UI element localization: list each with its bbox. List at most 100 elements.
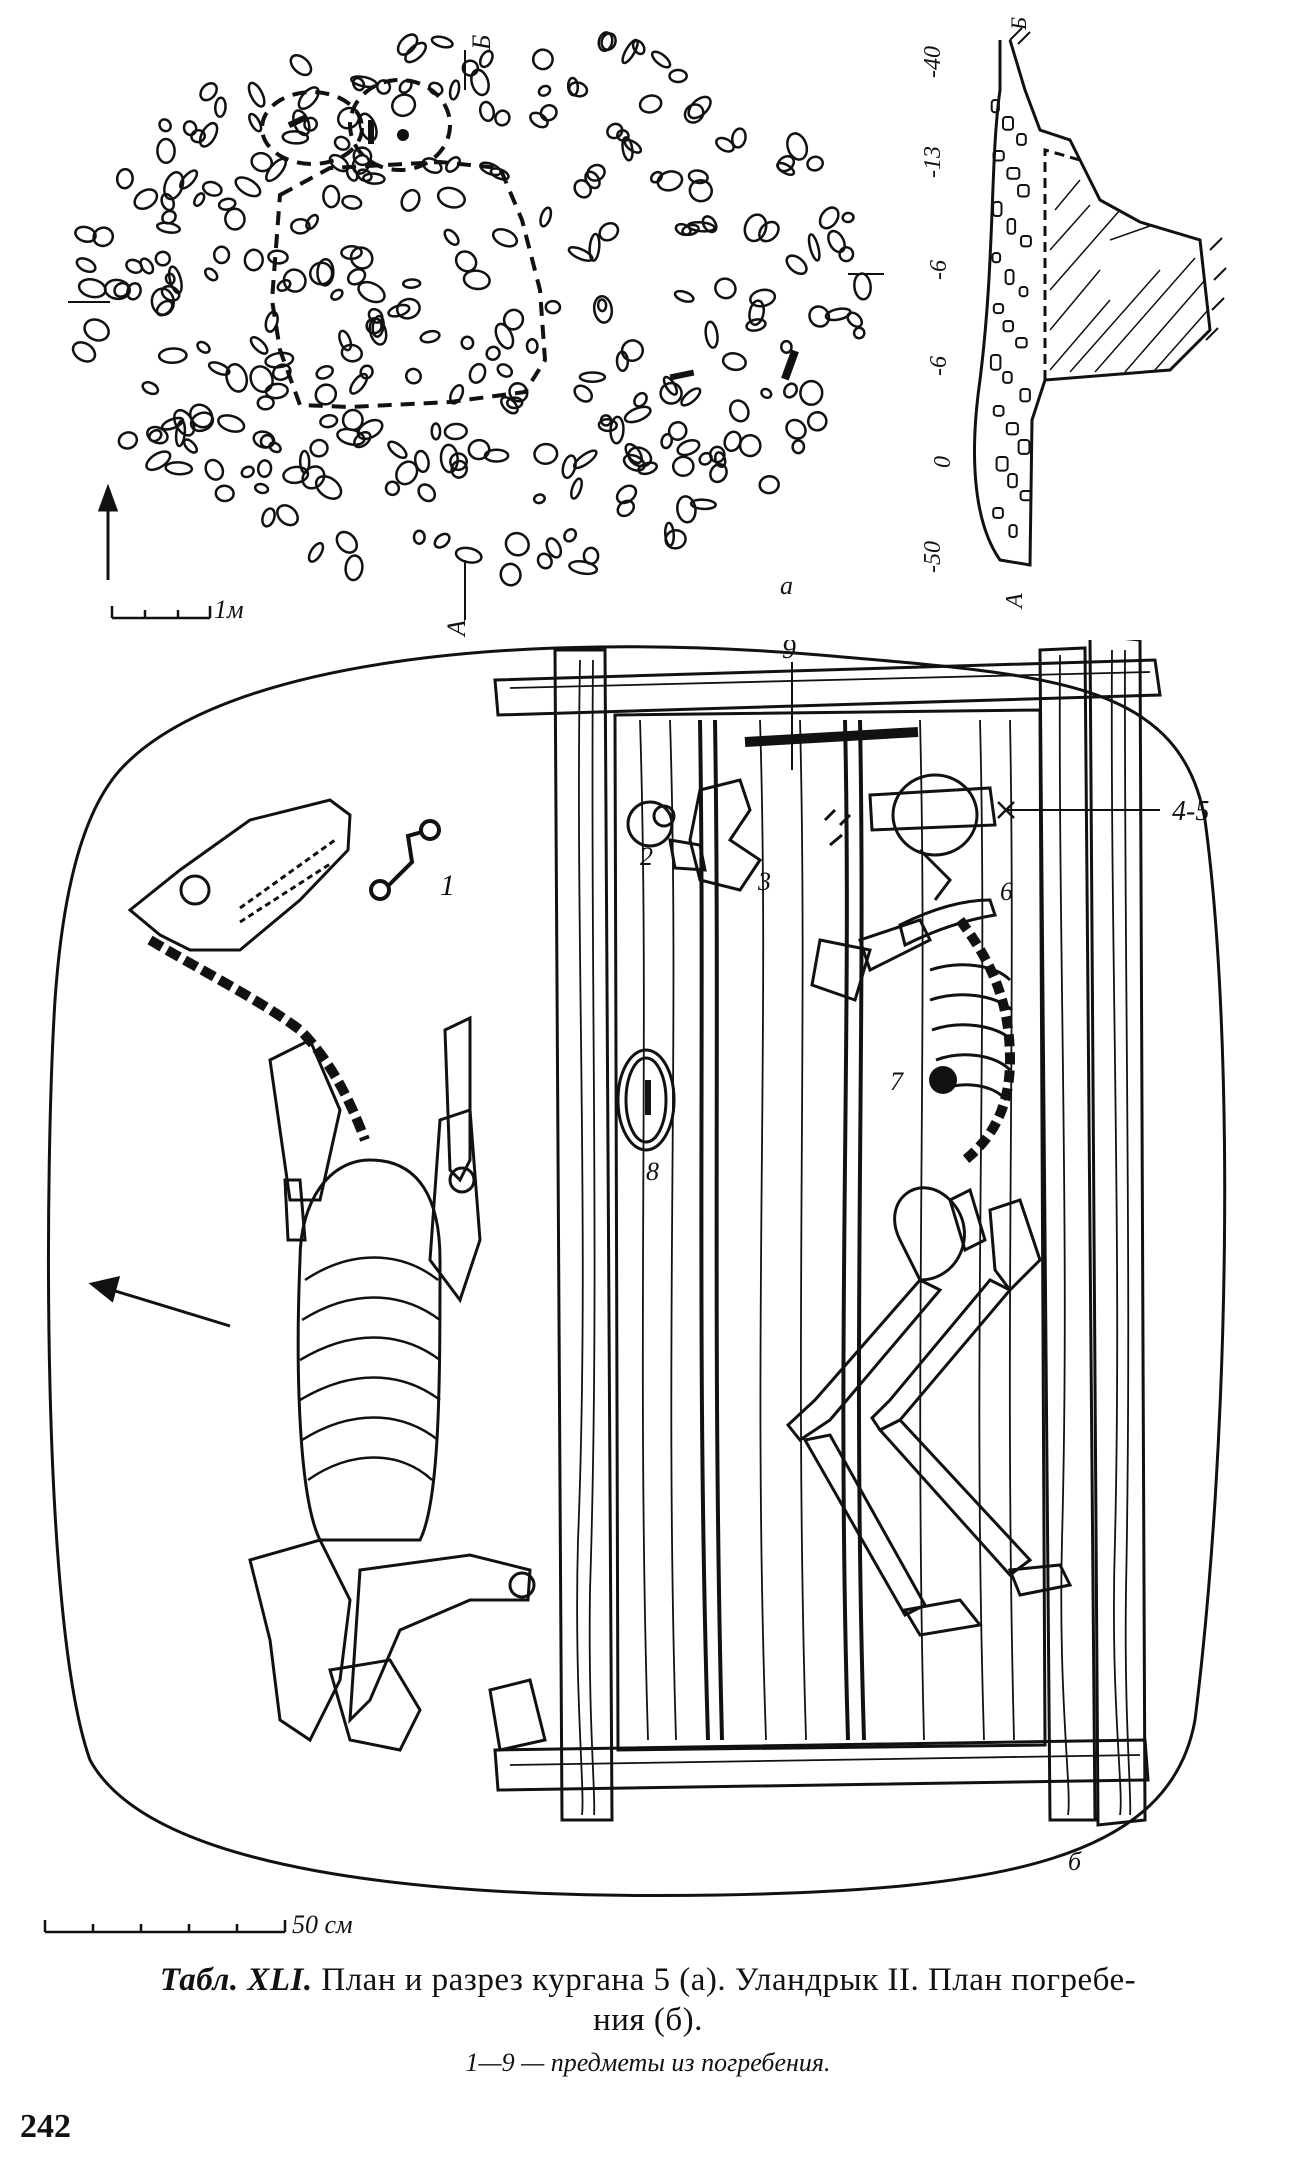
stone	[701, 215, 718, 234]
ground-hatch	[1009, 27, 1227, 341]
marker-2: 2	[640, 842, 653, 871]
section-stone	[1019, 490, 1033, 502]
stone	[680, 387, 702, 407]
human-skull	[891, 773, 979, 857]
section-stone	[989, 354, 1002, 371]
stone	[115, 167, 134, 190]
stone	[395, 297, 421, 320]
stone	[103, 278, 132, 301]
figure-caption: Табл. XLI. План и разрез кургана 5 (а). …	[20, 1960, 1276, 2040]
depth-label: -6	[926, 356, 952, 376]
stone	[502, 308, 525, 331]
mark-bar	[368, 120, 374, 144]
stone	[749, 288, 777, 308]
stone	[160, 416, 185, 431]
stone	[336, 427, 366, 446]
depth-label: 0	[930, 456, 956, 468]
stone	[207, 361, 231, 376]
stone	[570, 477, 583, 500]
stone	[563, 528, 578, 543]
stone	[638, 94, 663, 114]
section-stone	[1016, 133, 1027, 146]
stone	[698, 451, 713, 466]
stone	[667, 421, 688, 441]
stone	[199, 82, 218, 102]
burial-plan-figure: 1 2 3 4-5 6 7 8 9 б 50 см	[43, 640, 1227, 1939]
caption-text-1: План и разрез кургана 5 (а). Уландрык II…	[312, 1962, 1137, 1998]
stone	[462, 269, 491, 291]
stone	[683, 103, 705, 124]
stone	[671, 455, 695, 477]
stone	[596, 298, 608, 313]
stone	[305, 213, 320, 231]
depth-label: -50	[920, 541, 946, 573]
item-3-fragments	[668, 778, 763, 892]
stone	[664, 529, 687, 550]
stone	[349, 246, 374, 270]
stone	[340, 343, 363, 363]
marker-9: 9	[782, 640, 796, 665]
stone	[430, 422, 442, 441]
stone	[674, 222, 692, 237]
stone	[341, 194, 363, 210]
section-stone	[1007, 473, 1018, 489]
stone	[267, 249, 289, 265]
stone	[615, 484, 638, 505]
stone	[126, 282, 142, 301]
dashed-pit-outline-2	[348, 78, 452, 172]
scale-bar-a	[110, 606, 212, 620]
sacrum	[948, 1187, 987, 1253]
stone	[154, 250, 172, 267]
section-stone	[991, 252, 1002, 264]
stone	[713, 451, 727, 469]
human-skeleton	[785, 773, 1073, 1637]
stone	[624, 442, 643, 465]
stone	[616, 129, 630, 142]
horse-teeth	[239, 838, 336, 910]
stone	[454, 546, 483, 564]
marker-7: 7	[890, 1067, 904, 1096]
stone	[83, 318, 110, 342]
stone	[203, 267, 219, 282]
stone	[687, 169, 709, 185]
stone	[504, 531, 530, 557]
stone	[243, 248, 264, 272]
stone	[673, 289, 695, 303]
stone	[738, 433, 762, 458]
stone	[454, 250, 478, 273]
coffin-bottom-beam	[493, 1738, 1150, 1792]
stone	[491, 228, 519, 248]
stone	[622, 453, 646, 472]
stone	[309, 438, 329, 458]
stone	[214, 484, 235, 503]
stone	[430, 35, 454, 49]
caption-line-2: ния (б).	[593, 2002, 703, 2038]
stone	[264, 382, 289, 400]
stone	[838, 246, 855, 263]
human-jaw	[918, 848, 952, 901]
section-stone	[1017, 184, 1030, 198]
section-pit-line	[1043, 148, 1081, 380]
stone	[508, 382, 529, 403]
stone	[496, 363, 514, 378]
stone	[387, 440, 408, 460]
section-stone	[1005, 422, 1019, 436]
stone	[391, 93, 417, 118]
stone	[356, 418, 384, 441]
scale-label-a: 1м	[214, 595, 244, 624]
stone	[500, 396, 519, 415]
stone	[532, 493, 546, 505]
stone	[316, 257, 335, 287]
stone	[499, 562, 522, 587]
stone	[75, 257, 97, 274]
stone	[240, 465, 255, 479]
stone	[344, 554, 364, 582]
section-stone	[1020, 235, 1032, 248]
section-stone	[992, 303, 1005, 315]
stone	[71, 341, 97, 363]
horse-eye-socket	[179, 874, 211, 906]
stone	[264, 351, 295, 369]
horse-foreleg	[443, 1015, 472, 1183]
plan-north-label: Б	[467, 35, 496, 51]
forearm	[810, 938, 872, 1002]
